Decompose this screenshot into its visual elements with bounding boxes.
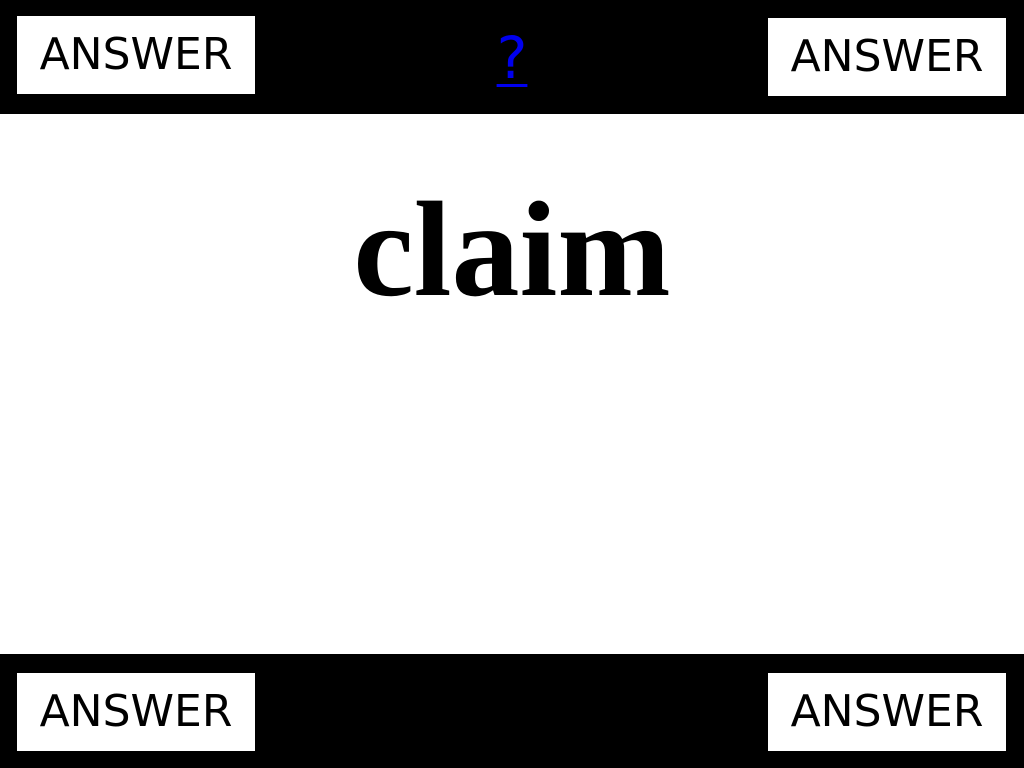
answer-button-bottom-right[interactable]: ANSWER <box>768 673 1006 751</box>
answer-button-bottom-left[interactable]: ANSWER <box>17 673 255 751</box>
vocabulary-word: claim <box>353 175 671 325</box>
question-link[interactable]: ? <box>496 24 528 92</box>
answer-button-top-left[interactable]: ANSWER <box>17 16 255 94</box>
answer-button-top-right[interactable]: ANSWER <box>768 18 1006 96</box>
